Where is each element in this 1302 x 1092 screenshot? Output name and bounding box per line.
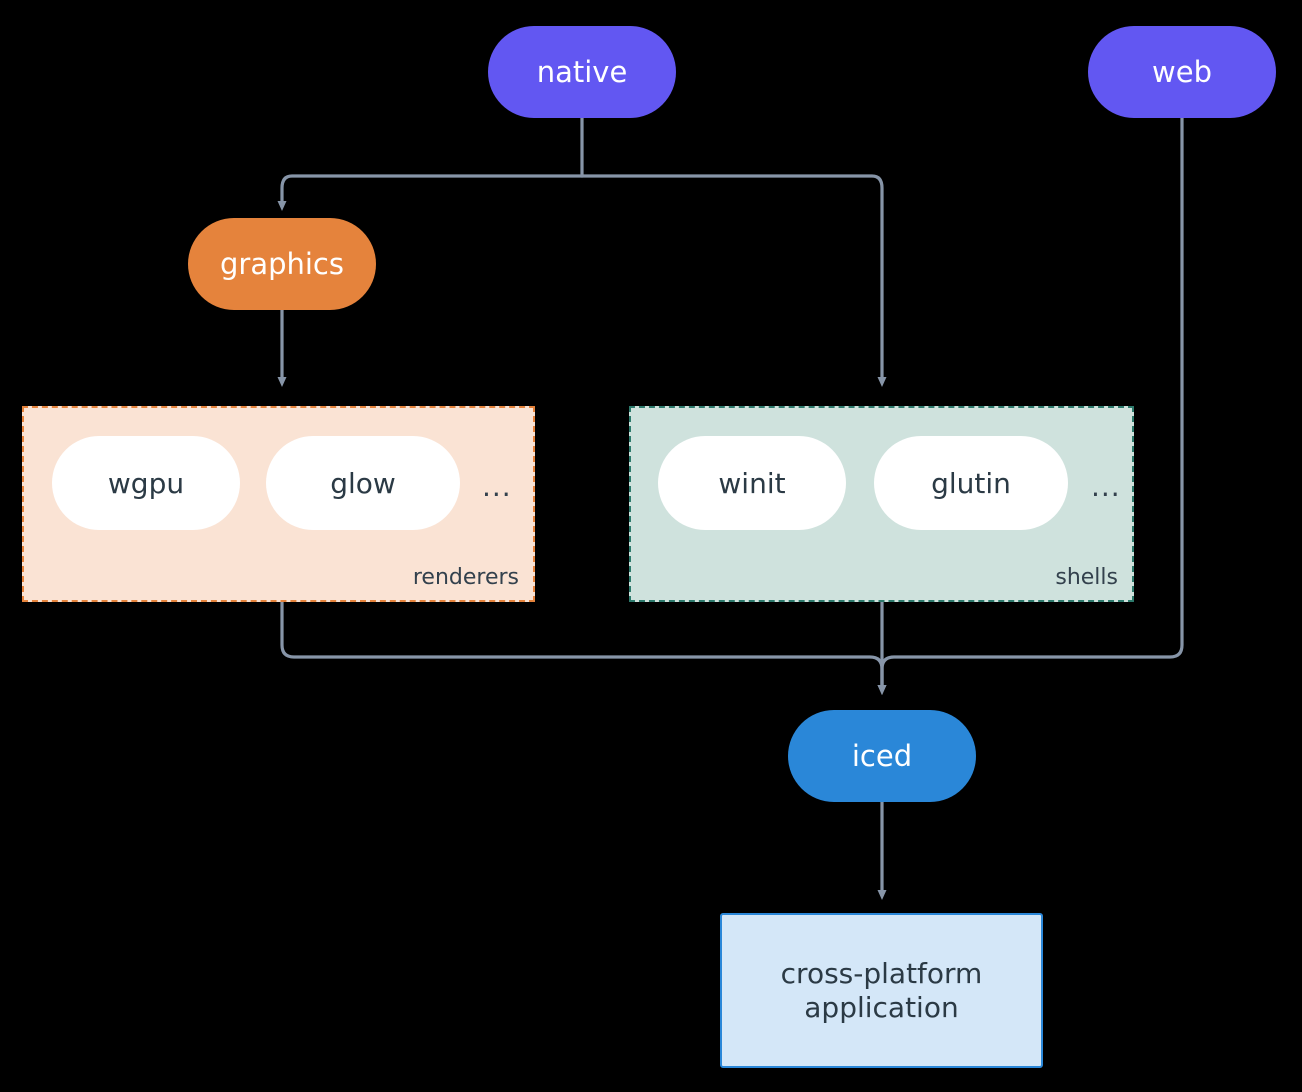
node-web-label: web <box>1152 54 1212 89</box>
edge-renderers-iced <box>280 600 887 695</box>
node-native[interactable]: native <box>488 26 676 118</box>
node-native-label: native <box>536 54 628 89</box>
node-graphics[interactable]: graphics <box>188 218 376 310</box>
node-graphics-label: graphics <box>219 246 344 281</box>
group-renderers[interactable]: wgpu glow ... renderers <box>22 406 535 602</box>
node-iced[interactable]: iced <box>788 710 976 802</box>
node-iced-label: iced <box>851 738 913 773</box>
node-glutin[interactable]: glutin <box>874 436 1068 530</box>
group-renderers-label: renderers <box>412 565 519 590</box>
node-wgpu-label: wgpu <box>107 466 185 500</box>
node-web[interactable]: web <box>1088 26 1276 118</box>
node-winit-label: winit <box>718 466 786 500</box>
edge-web-iced <box>877 116 1184 695</box>
renderers-overflow-ellipsis: ... <box>482 470 512 503</box>
node-wgpu[interactable]: wgpu <box>52 436 240 530</box>
edge-native-graphics <box>277 174 584 211</box>
node-glutin-label: glutin <box>931 466 1011 500</box>
group-shells-label: shells <box>1055 565 1118 590</box>
shells-overflow-ellipsis: ... <box>1091 470 1121 503</box>
group-shells[interactable]: winit glutin ... shells <box>629 406 1134 602</box>
application-label-line2: application <box>804 990 959 1024</box>
node-winit[interactable]: winit <box>658 436 846 530</box>
node-cross-platform-application[interactable]: cross-platform application <box>720 913 1043 1068</box>
application-label-line1: cross-platform <box>780 957 983 991</box>
edge-native-shells <box>580 174 887 387</box>
node-glow[interactable]: glow <box>266 436 460 530</box>
node-glow-label: glow <box>330 466 396 500</box>
